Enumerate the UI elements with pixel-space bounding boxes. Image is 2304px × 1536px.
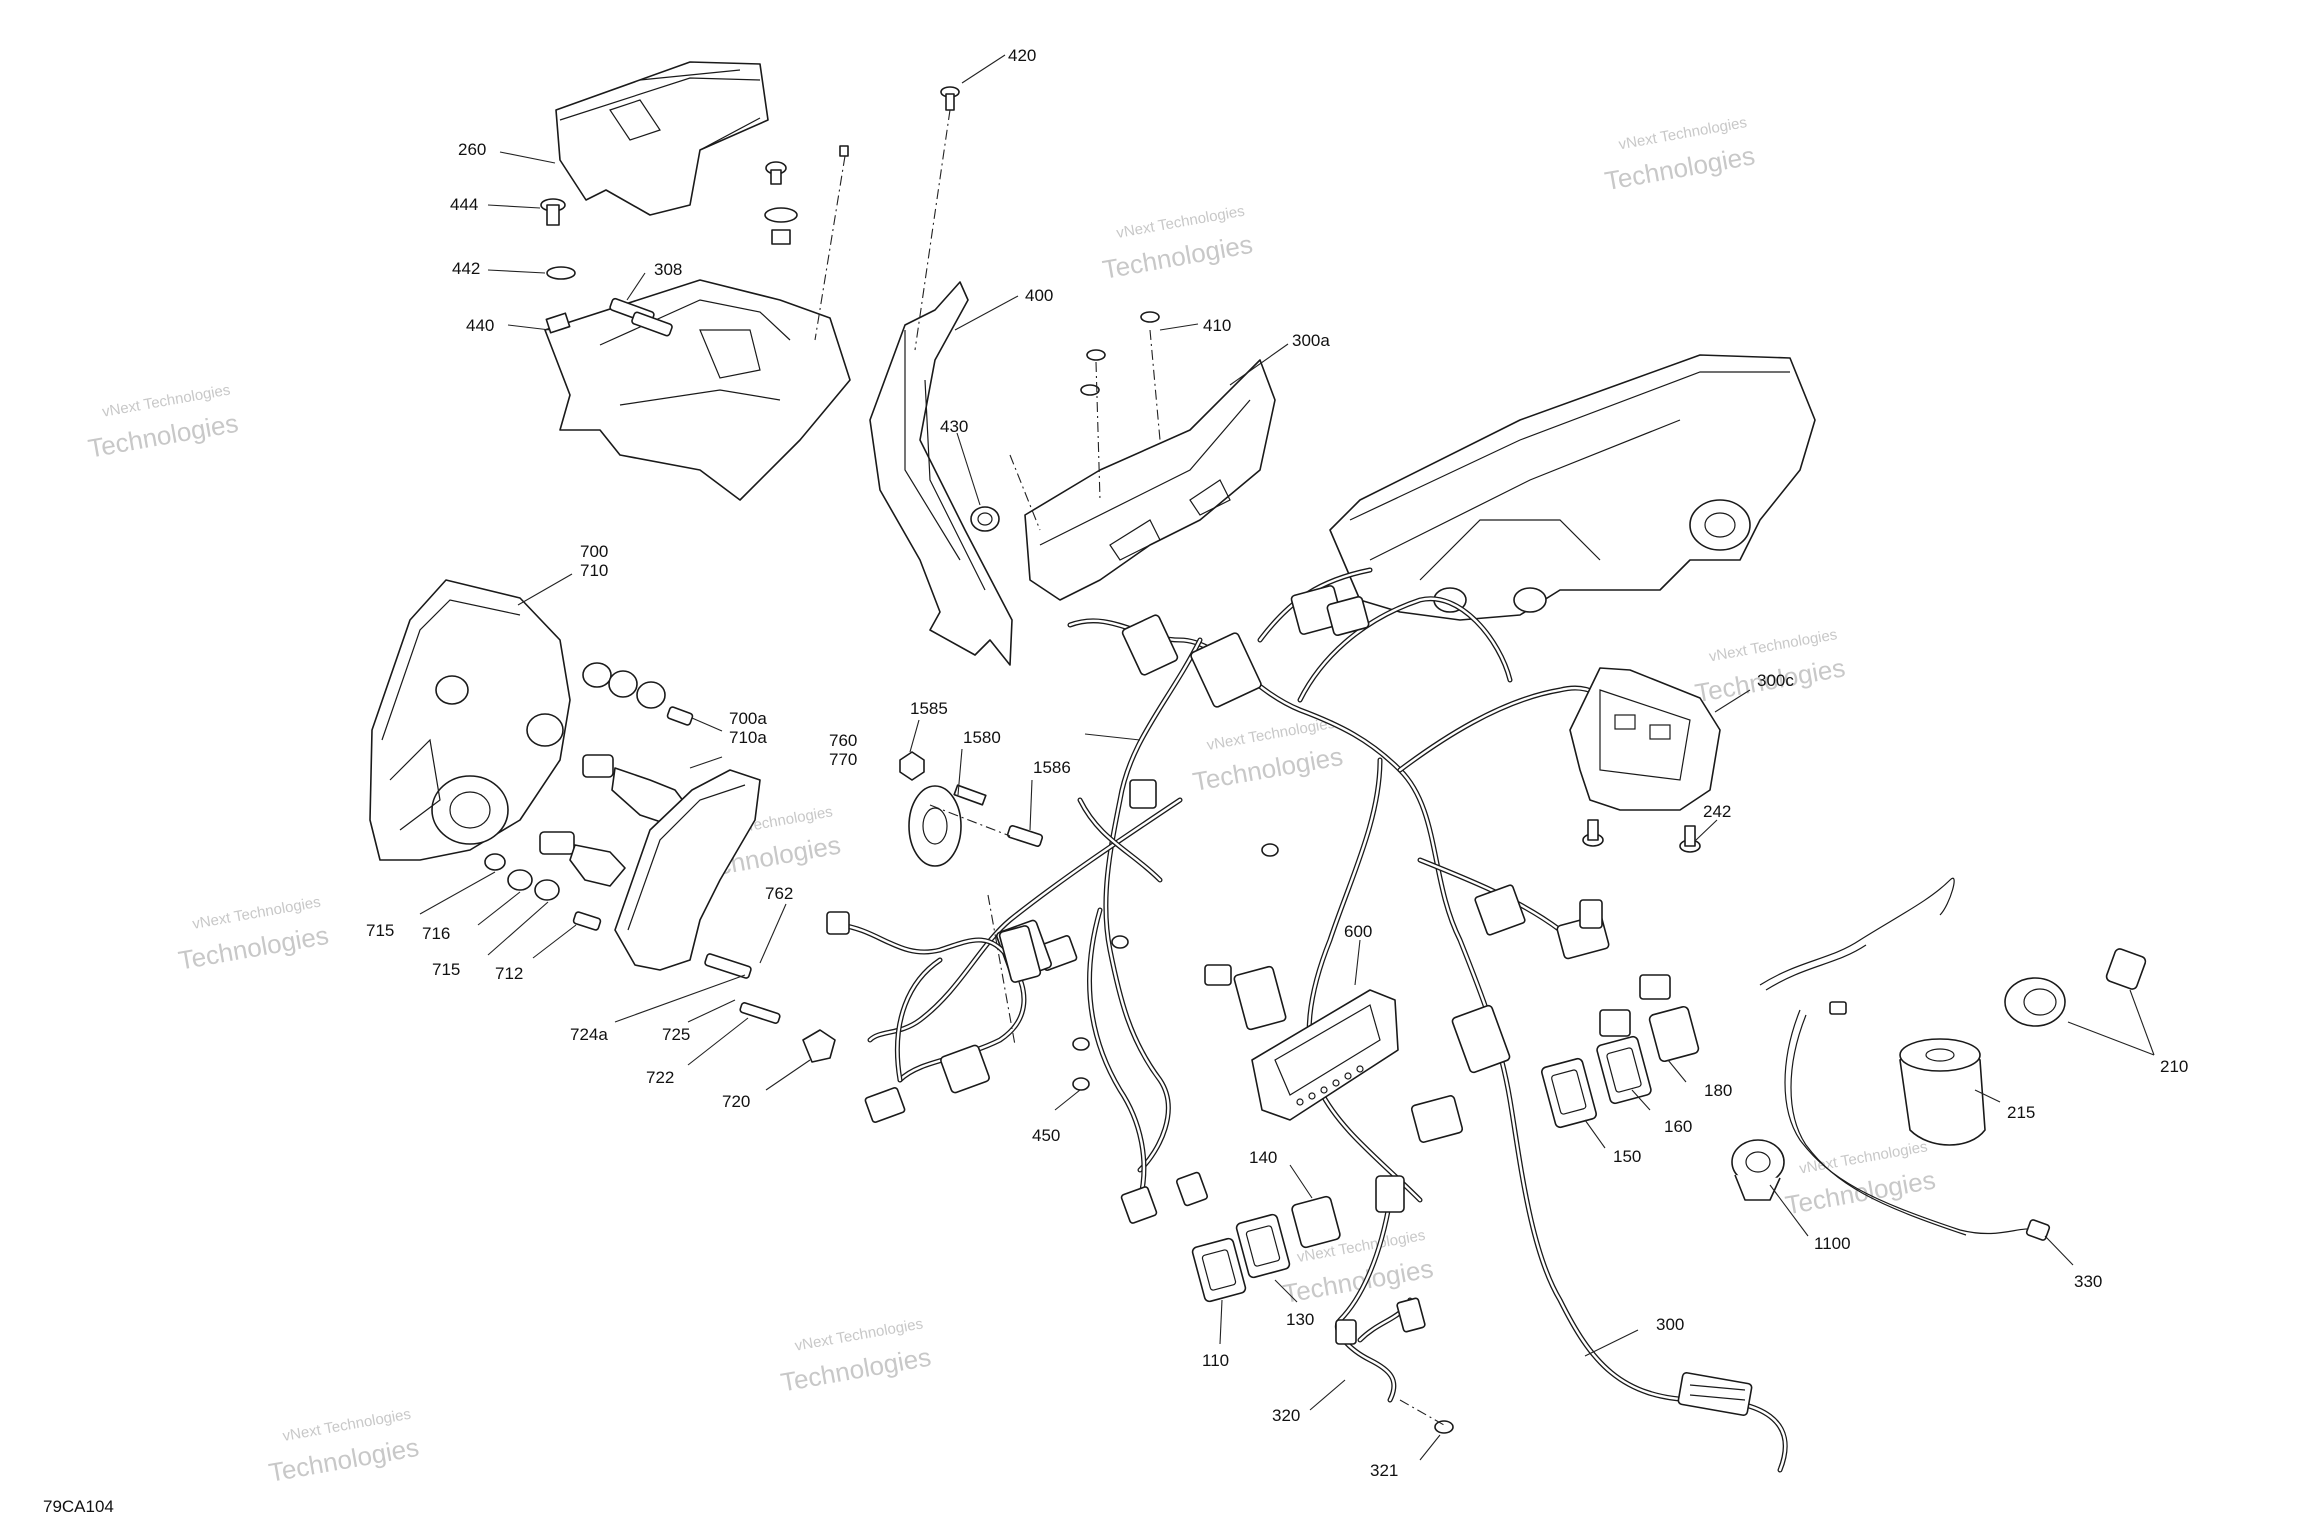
callout-430[interactable]: 430: [940, 417, 968, 436]
callout-160[interactable]: 160: [1664, 1117, 1692, 1136]
callout-712[interactable]: 712: [495, 964, 523, 983]
watermark-row-3: vNext Technologies Technologies vNext Te…: [266, 1138, 1937, 1488]
part-ignition-210[interactable]: [2004, 948, 2147, 1027]
callout-1580[interactable]: 1580: [963, 728, 1001, 747]
part-sub-harness-320[interactable]: [1334, 1175, 1426, 1403]
callout-1586[interactable]: 1586: [1033, 758, 1071, 777]
callout-140[interactable]: 140: [1249, 1148, 1277, 1167]
callout-725[interactable]: 725: [662, 1025, 690, 1044]
part-display-600[interactable]: [1233, 965, 1399, 1121]
part-washer-442[interactable]: [546, 266, 576, 280]
callout-labels: 260 444 442 308 440 420 400 410 300a 430…: [366, 46, 2188, 1480]
part-wiring-harness-300[interactable]: [867, 567, 1788, 1473]
part-switch-110[interactable]: [1191, 1237, 1247, 1303]
part-console-300a[interactable]: [1024, 311, 1276, 601]
part-switch-130[interactable]: [1235, 1213, 1291, 1279]
part-screw-321[interactable]: [1434, 1420, 1454, 1434]
callout-215[interactable]: 215: [2007, 1103, 2035, 1122]
part-support-400[interactable]: [869, 281, 1013, 666]
callout-442[interactable]: 442: [452, 259, 480, 278]
part-screws-top[interactable]: [764, 86, 960, 245]
part-bolt-444[interactable]: [540, 198, 566, 226]
part-switch-160[interactable]: [1596, 1035, 1652, 1105]
part-bulb-lower[interactable]: [539, 831, 626, 887]
callout-180[interactable]: 180: [1704, 1081, 1732, 1100]
callout-242[interactable]: 242: [1703, 802, 1731, 821]
part-switch-180[interactable]: [1648, 1005, 1700, 1063]
callout-420[interactable]: 420: [1008, 46, 1036, 65]
part-position-light-760[interactable]: [614, 769, 836, 1063]
diagram-reference-code: 79CA104: [43, 1497, 114, 1516]
part-cover-260[interactable]: [555, 61, 769, 216]
part-washers-715-716[interactable]: [484, 853, 602, 931]
part-nut-1585[interactable]: [899, 751, 925, 781]
callout-110[interactable]: 110: [1202, 1351, 1229, 1370]
part-horn-1580[interactable]: [908, 784, 987, 867]
callout-715-upper[interactable]: 715: [366, 921, 394, 940]
callout-400[interactable]: 400: [1025, 286, 1053, 305]
callout-710[interactable]: 710: [580, 561, 608, 580]
callout-450[interactable]: 450: [1032, 1126, 1060, 1145]
callout-770[interactable]: 770: [829, 750, 857, 769]
assembly-lines: [814, 109, 1445, 1426]
leader-lines: [419, 54, 2155, 1461]
part-screw-308[interactable]: [609, 297, 673, 337]
part-headlight-700[interactable]: [369, 579, 571, 861]
callout-300c[interactable]: 300c: [1757, 671, 1794, 690]
part-handlebar-frame[interactable]: [1329, 354, 1816, 621]
callout-762[interactable]: 762: [765, 884, 793, 903]
part-sub-harness-762[interactable]: [826, 911, 1042, 1123]
part-screw-1586[interactable]: [1006, 825, 1044, 847]
callout-760[interactable]: 760: [829, 731, 857, 750]
part-sleeve-215[interactable]: [1899, 1038, 1986, 1146]
callout-321[interactable]: 321: [1370, 1461, 1398, 1480]
callout-700a[interactable]: 700a: [729, 709, 767, 728]
part-grommet-430[interactable]: [970, 506, 1000, 532]
part-switch-140[interactable]: [1291, 1195, 1341, 1249]
part-switch-150[interactable]: [1541, 1057, 1598, 1129]
callout-444[interactable]: 444: [450, 195, 478, 214]
callout-210[interactable]: 210: [2160, 1057, 2188, 1076]
callout-716[interactable]: 716: [422, 924, 450, 943]
callout-130[interactable]: 130: [1286, 1310, 1314, 1329]
callout-724a[interactable]: 724a: [570, 1025, 608, 1044]
callout-600[interactable]: 600: [1344, 922, 1372, 941]
callout-330[interactable]: 330: [2074, 1272, 2102, 1291]
callout-440[interactable]: 440: [466, 316, 494, 335]
callout-308[interactable]: 308: [654, 260, 682, 279]
callout-150[interactable]: 150: [1613, 1147, 1641, 1166]
callout-722[interactable]: 722: [646, 1068, 674, 1087]
callout-300a[interactable]: 300a: [1292, 331, 1330, 350]
part-outlet-1100[interactable]: [1731, 1139, 1785, 1201]
part-screws-450[interactable]: [1072, 843, 1279, 1091]
callout-710a[interactable]: 710a: [729, 728, 767, 747]
callout-1100[interactable]: 1100: [1814, 1234, 1851, 1253]
part-board-300c[interactable]: [1569, 667, 1721, 853]
part-harness-330[interactable]: [1759, 877, 2051, 1241]
callout-720[interactable]: 720: [722, 1092, 750, 1111]
callout-410[interactable]: 410: [1203, 316, 1231, 335]
callout-715-lower[interactable]: 715: [432, 960, 460, 979]
callout-260[interactable]: 260: [458, 140, 486, 159]
part-bulb-stack-top[interactable]: [582, 662, 694, 726]
callout-300[interactable]: 300: [1656, 1315, 1684, 1334]
callout-1585[interactable]: 1585: [910, 699, 948, 718]
part-bracket-440[interactable]: [544, 279, 851, 501]
callout-320[interactable]: 320: [1272, 1406, 1300, 1425]
callout-700[interactable]: 700: [580, 542, 608, 561]
